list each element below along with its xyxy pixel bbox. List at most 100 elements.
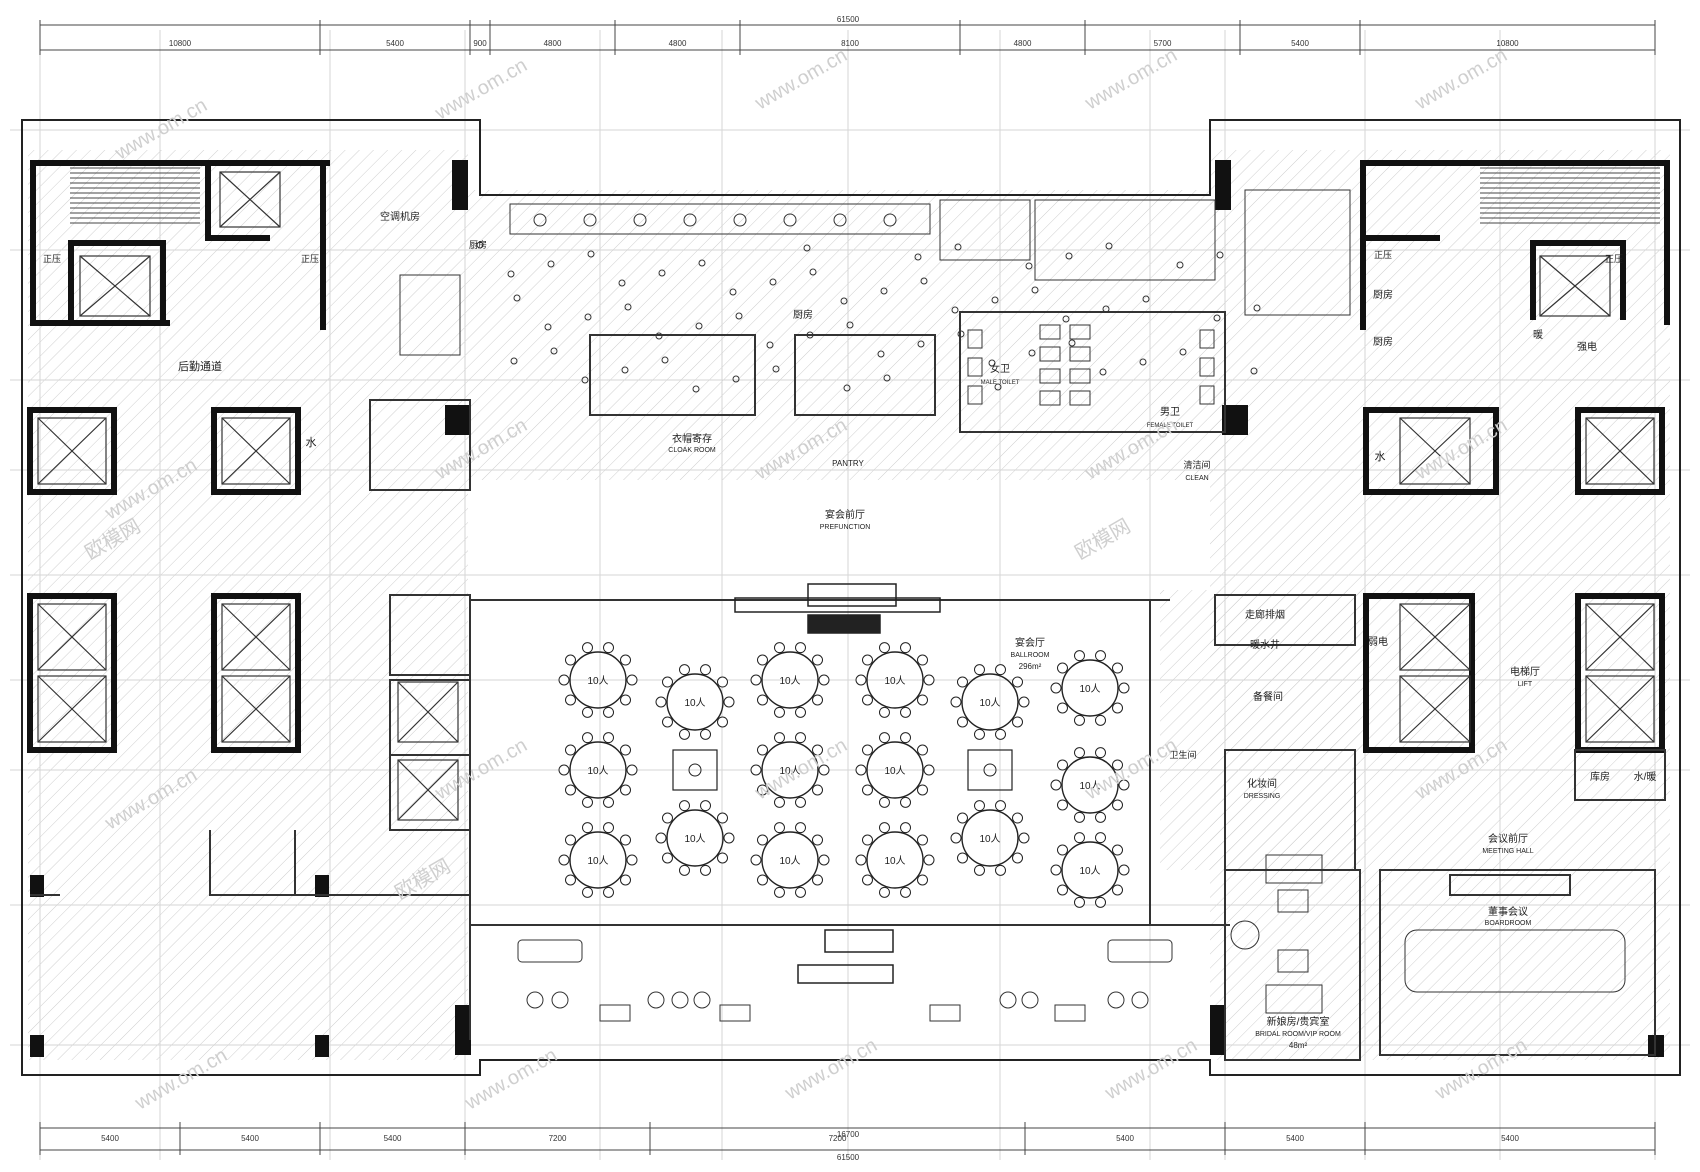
label-ballroom: 宴会厅 [1015, 636, 1045, 649]
label-positive-pressure-r2: 正压 [1374, 250, 1392, 260]
label-water-shaft: 暖水井 [1250, 638, 1280, 651]
label-kitchen-center: 厨房 [793, 308, 813, 321]
chair [723, 832, 735, 844]
chair [1018, 696, 1030, 708]
elevator-shaft [1399, 417, 1471, 485]
chair [1073, 811, 1085, 823]
elevator-cross [219, 171, 281, 228]
walls [27, 160, 1670, 1057]
label-prefunction: 宴会前厅 [825, 508, 865, 521]
chair [661, 676, 673, 688]
kitchen-fixture [880, 287, 888, 295]
chair [773, 706, 785, 718]
chair [717, 852, 729, 864]
square-table [672, 749, 718, 791]
chair [581, 796, 593, 808]
chair [1095, 714, 1107, 726]
stove-burner [733, 213, 747, 227]
elevator-cross [1585, 675, 1655, 743]
label-boardroom-en: BOARDROOM [1485, 920, 1532, 927]
hatched-zones [28, 150, 1670, 1060]
label-service-pantry: 备餐间 [1253, 690, 1283, 703]
dimension-value: 10800 [169, 39, 192, 48]
chair [973, 864, 985, 876]
chair [564, 874, 576, 886]
label-weak-elec: 弱电 [1368, 635, 1388, 648]
kitchen-fixture [695, 322, 703, 330]
kitchen-fixture [769, 278, 777, 286]
chair [917, 784, 929, 796]
chair [773, 732, 785, 744]
chair [1012, 676, 1024, 688]
stove-burner [883, 213, 897, 227]
chair [812, 744, 824, 756]
square-table [967, 749, 1013, 791]
kitchen-fixture [991, 296, 999, 304]
toilet-fixture [1039, 346, 1061, 362]
chair [564, 834, 576, 846]
chair [1050, 864, 1062, 876]
toilet-fixture [1039, 368, 1061, 384]
round-table: 10人 [558, 822, 638, 898]
chair [1012, 852, 1024, 864]
elevator-cross [221, 417, 291, 485]
label-cloakroom: 衣帽寄存 [672, 432, 712, 445]
table-label: 10人 [684, 697, 705, 709]
dimension-value: 8100 [841, 39, 859, 48]
chair [878, 796, 890, 808]
kitchen-fixture [1065, 252, 1073, 260]
chair [773, 886, 785, 898]
chair [1073, 650, 1085, 662]
chair [773, 642, 785, 654]
chair [756, 654, 768, 666]
chair [878, 822, 890, 834]
kitchen-fixture [1105, 242, 1113, 250]
kitchen-fixture [661, 356, 669, 364]
kitchen-fixture [692, 385, 700, 393]
chair [717, 812, 729, 824]
chair [1095, 650, 1107, 662]
stove-burner [633, 213, 647, 227]
label-positive-pressure-r: 正压 [1605, 254, 1623, 264]
chair [956, 812, 968, 824]
kitchen-fixture [914, 253, 922, 261]
kitchen-fixture [729, 288, 737, 296]
chair [717, 676, 729, 688]
elevator-shaft [221, 603, 291, 671]
elevator-shaft [1585, 675, 1655, 743]
chair [900, 732, 912, 744]
round-table: 10人 [750, 732, 830, 808]
chair [581, 706, 593, 718]
chair [1112, 662, 1124, 674]
chair [861, 744, 873, 756]
table-label: 10人 [884, 675, 905, 687]
chair [795, 706, 807, 718]
chair [750, 764, 762, 776]
label-kitchen-left: 厨房 [469, 239, 487, 250]
table-label: 10人 [1079, 780, 1100, 792]
kitchen-fixture [1213, 314, 1221, 322]
chair [1056, 799, 1068, 811]
table-label: 10人 [1079, 865, 1100, 877]
chair [620, 874, 632, 886]
dimension-value: 4800 [544, 39, 562, 48]
elevator-cross [221, 675, 291, 743]
label-pantry: PANTRY [832, 459, 864, 468]
elevator-cross [1539, 255, 1611, 317]
table-top [1061, 659, 1119, 717]
chair [603, 706, 615, 718]
table-top [761, 651, 819, 709]
table-top [866, 741, 924, 799]
chair [678, 864, 690, 876]
table-top [961, 673, 1019, 731]
chair [795, 642, 807, 654]
watermark-text: www.om.cn [431, 54, 531, 125]
elevator-cross [37, 603, 107, 671]
chair [855, 764, 867, 776]
elevator-shafts [37, 171, 1655, 821]
table-top [569, 831, 627, 889]
kitchen-fixture [1062, 315, 1070, 323]
table-top [866, 651, 924, 709]
label-meeting-hall-en: MEETING HALL [1482, 848, 1533, 855]
chair [1018, 832, 1030, 844]
